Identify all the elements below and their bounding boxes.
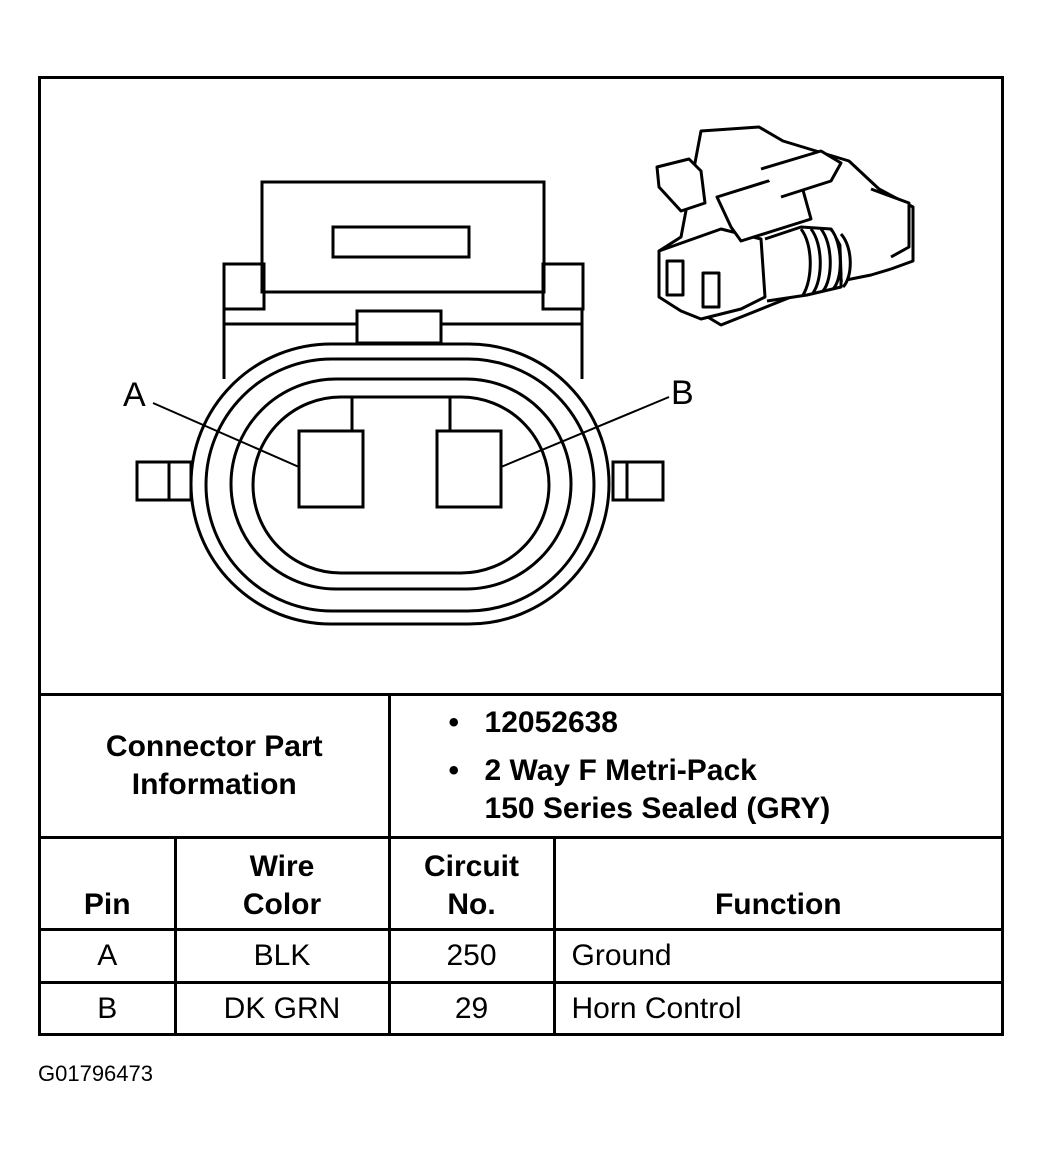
connector-table: Connector Part Information • 12052638 • …: [41, 693, 1002, 1035]
connector-left-shoulder: [222, 262, 266, 311]
connector-diagram-frame: A B Connector Part Information • 1205263…: [38, 76, 1004, 1036]
connector-latch-window: [331, 225, 471, 259]
header-circuit-line2: No.: [447, 888, 496, 921]
table-row: B DK GRN 29 Horn Control: [41, 981, 1002, 1035]
connector-top-housing: [260, 180, 546, 294]
pin-table-header-row: Pin Wire Color Circuit No. Function: [41, 836, 1002, 931]
connector-outer-seal: [189, 342, 611, 626]
connector-key-tab: [355, 309, 443, 345]
connector-info-label-line1: Connector Part: [105, 730, 323, 763]
circuit-cell: 29: [387, 981, 556, 1035]
function-cell: Ground: [552, 928, 1002, 984]
pin-cell: A: [41, 928, 177, 984]
connector-seal-ring-1: [204, 357, 596, 613]
wire-color-cell: DK GRN: [173, 981, 391, 1035]
header-pin: Pin: [41, 836, 177, 931]
header-circuit-line1: Circuit: [424, 850, 520, 883]
connector-face-illustration: [135, 125, 915, 626]
connector-info-label: Connector Part Information: [41, 693, 391, 839]
connector-right-shoulder: [541, 262, 585, 311]
leader-line-b: [500, 396, 670, 468]
header-function-text: Function: [714, 888, 842, 921]
function-cell: Horn Control: [552, 981, 1002, 1035]
table-row: A BLK 250 Ground: [41, 928, 1002, 984]
header-wire-color-line2: Color: [242, 888, 322, 921]
connector-seal-ring-2: [229, 377, 573, 591]
header-wire-color-line1: Wire: [249, 850, 315, 883]
header-function: Function: [552, 836, 1002, 931]
header-pin-text: Pin: [83, 888, 131, 921]
circuit-cell: 250: [387, 928, 556, 984]
pin-label-a: A: [123, 376, 146, 414]
terminal-a: [297, 429, 365, 509]
figure-id: G01796473: [38, 1061, 153, 1086]
connector-info-row: Connector Part Information • 12052638 • …: [41, 693, 1002, 839]
pin-label-b: B: [671, 374, 694, 412]
connector-drawing: A B: [41, 79, 1001, 693]
bullet-icon: •: [448, 706, 460, 739]
bullet-icon: •: [448, 754, 460, 787]
pin-cell: B: [41, 981, 177, 1035]
connector-inner-cavity: [251, 395, 551, 575]
connector-part-number: 12052638: [484, 706, 618, 739]
connector-part-number-item: • 12052638: [449, 704, 1002, 742]
connector-info-list: • 12052638 • 2 Way F Metri-Pack 150 Seri…: [387, 693, 1002, 839]
connector-right-ear: [611, 460, 665, 502]
leader-line-a: [152, 402, 300, 468]
connector-type-item: • 2 Way F Metri-Pack 150 Series Sealed (…: [449, 752, 1002, 828]
wire-color-cell: BLK: [173, 928, 391, 984]
connector-type-line1: 2 Way F Metri-Pack: [484, 754, 757, 787]
connector-type-line2: 150 Series Sealed (GRY): [484, 792, 831, 825]
connector-isometric-view: [655, 125, 915, 327]
connector-info-label-line2: Information: [131, 768, 297, 801]
connector-left-ear: [135, 460, 193, 502]
terminal-b: [435, 429, 503, 509]
header-circuit-no: Circuit No.: [387, 836, 556, 931]
header-wire-color: Wire Color: [173, 836, 391, 931]
